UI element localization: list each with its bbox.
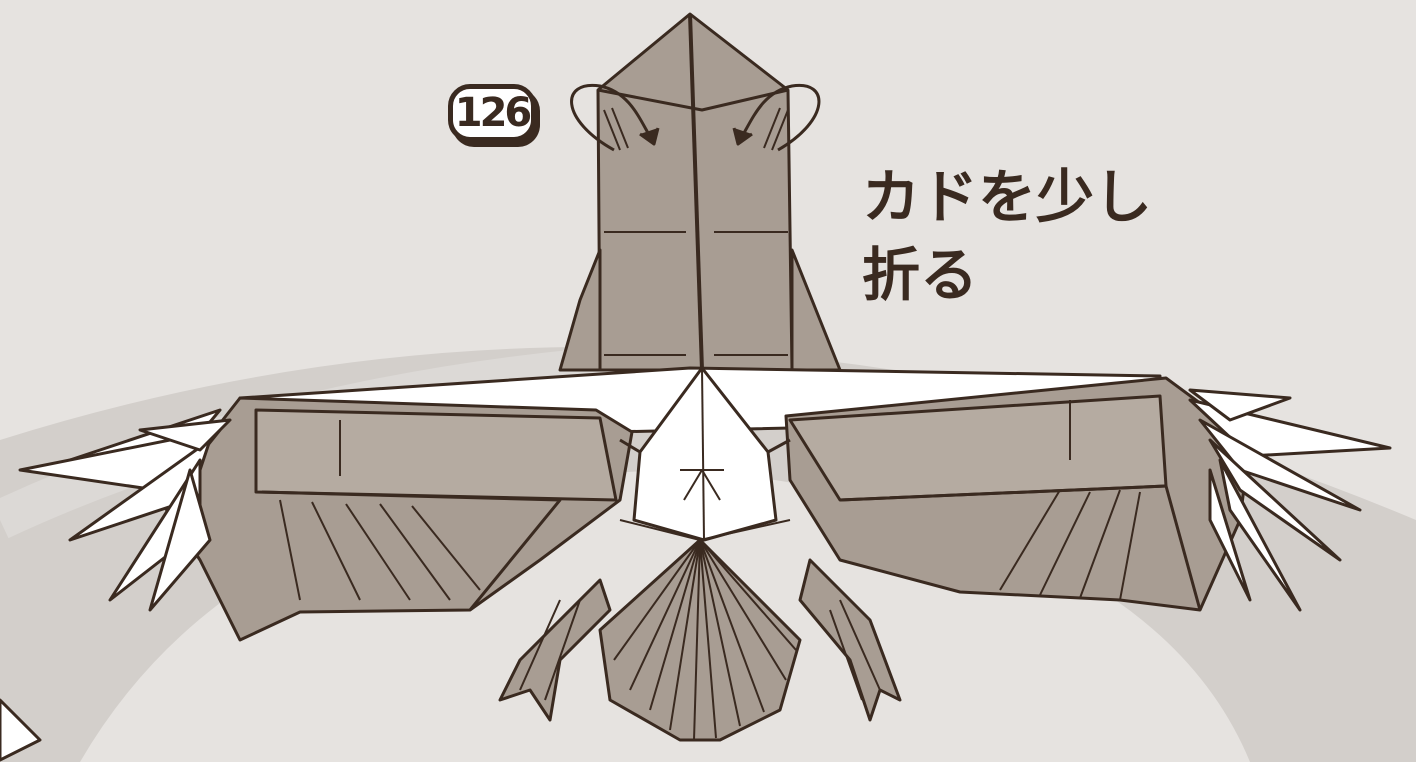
right-feathers [1188, 388, 1392, 612]
step-number-badge: 126 [448, 84, 536, 142]
lower-left-feather [0, 698, 42, 762]
fold-instruction: カドを少し 折る [862, 163, 1153, 309]
tail-fan [598, 538, 802, 742]
right-talon [798, 558, 902, 722]
fold-arrow-right-icon [732, 83, 821, 152]
step-number: 126 [454, 90, 532, 136]
left-feathers [18, 408, 232, 612]
left-talon [498, 578, 612, 722]
fold-arrow-left-icon [570, 83, 660, 152]
